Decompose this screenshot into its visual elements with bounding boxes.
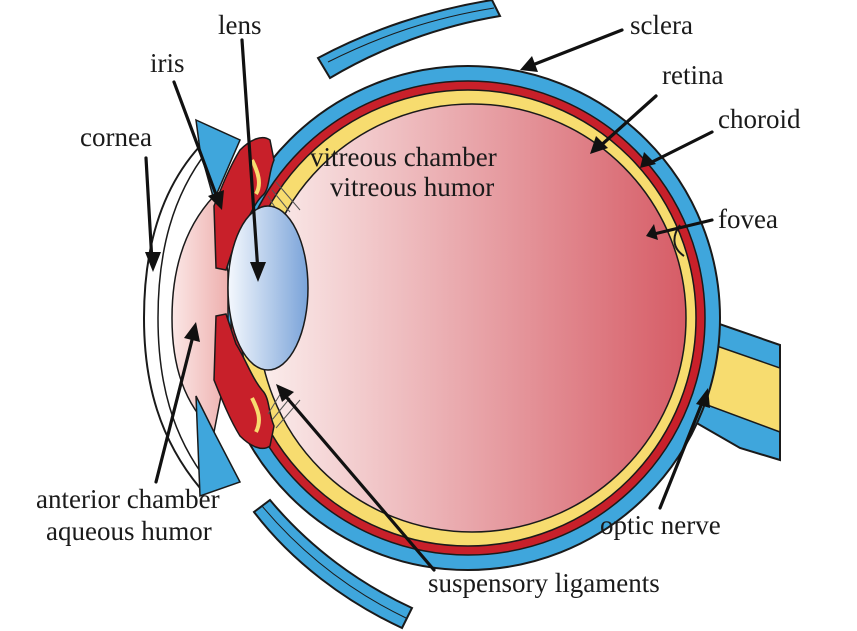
label-aqueous-humor: aqueous humor — [46, 516, 212, 546]
cornea-shape — [142, 145, 201, 489]
upper-muscle — [316, 0, 502, 80]
label-vitreous-chamber: vitreous chamber — [310, 142, 497, 172]
lens-shape — [227, 205, 309, 371]
label-anterior-chamber: anterior chamber — [36, 484, 220, 514]
label-vitreous-humor: vitreous humor — [330, 172, 494, 202]
arrowheads — [145, 56, 710, 408]
label-retina: retina — [662, 60, 723, 90]
lower-muscle — [252, 498, 414, 630]
label-iris: iris — [150, 48, 185, 78]
label-sclera: sclera — [630, 10, 693, 40]
label-fovea: fovea — [718, 204, 778, 234]
label-suspensory-ligaments: suspensory ligaments — [428, 568, 660, 598]
label-optic-nerve: optic nerve — [600, 510, 721, 540]
label-cornea: cornea — [80, 122, 152, 152]
label-lens: lens — [218, 10, 262, 40]
leader-lines — [144, 28, 714, 572]
label-choroid: choroid — [718, 104, 801, 134]
